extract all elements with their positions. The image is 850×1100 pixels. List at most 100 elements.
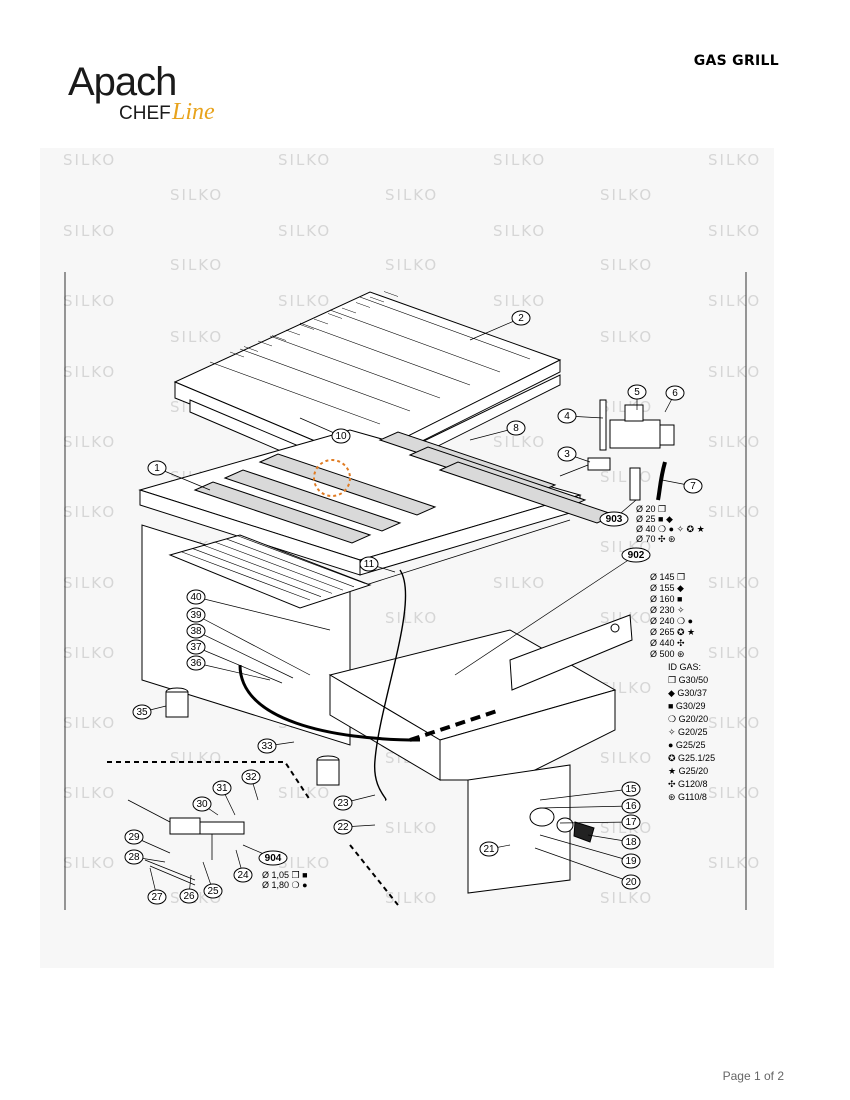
thermocouple-lead <box>374 569 407 801</box>
callout-904: 904 <box>258 850 288 866</box>
injector-903-line: Ø 70 ✣ ⊛ <box>636 534 676 544</box>
svg-text:19: 19 <box>625 856 637 867</box>
lower-grid-bar <box>214 541 344 591</box>
watermark-text: SILKO <box>278 784 331 802</box>
highlight-circle <box>313 459 351 497</box>
svg-text:21: 21 <box>483 844 495 855</box>
svg-text:902: 902 <box>628 550 645 561</box>
watermark-text: SILKO <box>493 574 546 592</box>
watermark-text: SILKO <box>170 256 223 274</box>
watermark-text: SILKO <box>708 503 761 521</box>
section-divider-lower <box>349 844 399 906</box>
svg-text:1: 1 <box>154 463 160 474</box>
watermark-text: SILKO <box>278 292 331 310</box>
watermark-text: SILKO <box>708 292 761 310</box>
callout-30: 30 <box>192 796 212 812</box>
callout-18: 18 <box>621 834 641 850</box>
watermark-text: SILKO <box>278 222 331 240</box>
lower-grid <box>168 534 372 609</box>
grid-rib <box>257 340 273 347</box>
svg-text:31: 31 <box>216 783 228 794</box>
leader-line <box>195 662 271 681</box>
watermark-text: SILKO <box>170 749 223 767</box>
watermark-text: SILKO <box>385 609 438 627</box>
svg-text:40: 40 <box>190 592 202 603</box>
svg-text:904: 904 <box>265 853 282 864</box>
gas-legend-title: ID GAS: <box>668 662 701 672</box>
grid-rib <box>327 313 343 319</box>
watermark-text: SILKO <box>600 186 653 204</box>
watermark-text: SILKO <box>170 186 223 204</box>
leader-line <box>195 646 283 684</box>
svg-text:36: 36 <box>190 658 202 669</box>
watermark-text: SILKO <box>600 468 653 486</box>
callout-36: 36 <box>186 655 206 671</box>
logo-main-text: Apach <box>68 60 177 104</box>
gas-pipe <box>238 664 421 742</box>
grid-rib <box>271 335 287 341</box>
injector-903-line: Ø 20 ❒ <box>636 504 666 514</box>
svg-text:25: 25 <box>207 886 219 897</box>
callout-26: 26 <box>179 888 199 904</box>
gas-legend-item: ● G25/25 <box>668 740 705 750</box>
watermark-text: SILKO <box>63 503 116 521</box>
svg-text:23: 23 <box>337 798 349 809</box>
callout-5: 5 <box>627 384 647 400</box>
callout-31: 31 <box>212 780 232 796</box>
watermark-text: SILKO <box>63 784 116 802</box>
brand-logo: Apach CHEF Line <box>68 62 228 132</box>
svg-text:30: 30 <box>196 799 208 810</box>
watermark-text: SILKO <box>385 819 438 837</box>
lower-grid-bar <box>192 548 322 597</box>
leader-line <box>156 467 211 491</box>
grid-bar <box>359 296 531 360</box>
svg-text:33: 33 <box>261 741 273 752</box>
svg-text:18: 18 <box>625 837 637 848</box>
watermark-text: SILKO <box>708 363 761 381</box>
callout-903: 903 <box>599 511 629 527</box>
callout-20: 20 <box>621 874 641 890</box>
callout-24: 24 <box>233 867 253 883</box>
callout-22: 22 <box>333 819 353 835</box>
svg-text:6: 6 <box>672 388 678 399</box>
leader-line <box>559 821 632 824</box>
callout-10: 10 <box>331 428 351 444</box>
injector-903-line: Ø 25 ■ ◆ <box>636 514 673 524</box>
grid-bar <box>269 335 441 399</box>
grid-rib <box>243 346 259 352</box>
svg-text:3: 3 <box>564 449 570 460</box>
callout-902: 902 <box>621 547 651 563</box>
callout-4: 4 <box>557 408 577 424</box>
watermark-text: SILKO <box>600 328 653 346</box>
svg-text:37: 37 <box>190 642 202 653</box>
lower-grid-bar <box>181 551 311 601</box>
foot-middle <box>316 755 340 786</box>
burner <box>193 481 372 544</box>
svg-text:8: 8 <box>513 423 519 434</box>
control-knob <box>529 807 595 843</box>
control-panel-plate <box>467 764 571 894</box>
watermark-text: SILKO <box>600 749 653 767</box>
svg-text:24: 24 <box>237 870 249 881</box>
injector-903-line: Ø 40 ❍ ● ✧ ✪ ★ <box>636 524 705 534</box>
watermark-text: SILKO <box>708 574 761 592</box>
svg-text:27: 27 <box>151 892 163 903</box>
svg-text:15: 15 <box>625 784 637 795</box>
callout-35: 35 <box>132 704 152 720</box>
callout-33: 33 <box>257 738 277 754</box>
svg-text:38: 38 <box>190 626 202 637</box>
watermark-text: SILKO <box>493 292 546 310</box>
watermark-text: SILKO <box>708 784 761 802</box>
svg-text:29: 29 <box>128 832 140 843</box>
svg-text:7: 7 <box>690 481 696 492</box>
watermark-text: SILKO <box>493 222 546 240</box>
callout-3: 3 <box>557 446 577 462</box>
lower-grid-bar <box>236 535 366 584</box>
injector-table-904: Ø 1,05 ❒ ■ Ø 1,80 ❍ ● <box>262 870 308 890</box>
grid-rib <box>383 291 399 297</box>
gas-legend-item: ❍ G20/20 <box>668 714 708 724</box>
grid-rib <box>341 307 357 314</box>
watermark-text: SILKO <box>63 292 116 310</box>
